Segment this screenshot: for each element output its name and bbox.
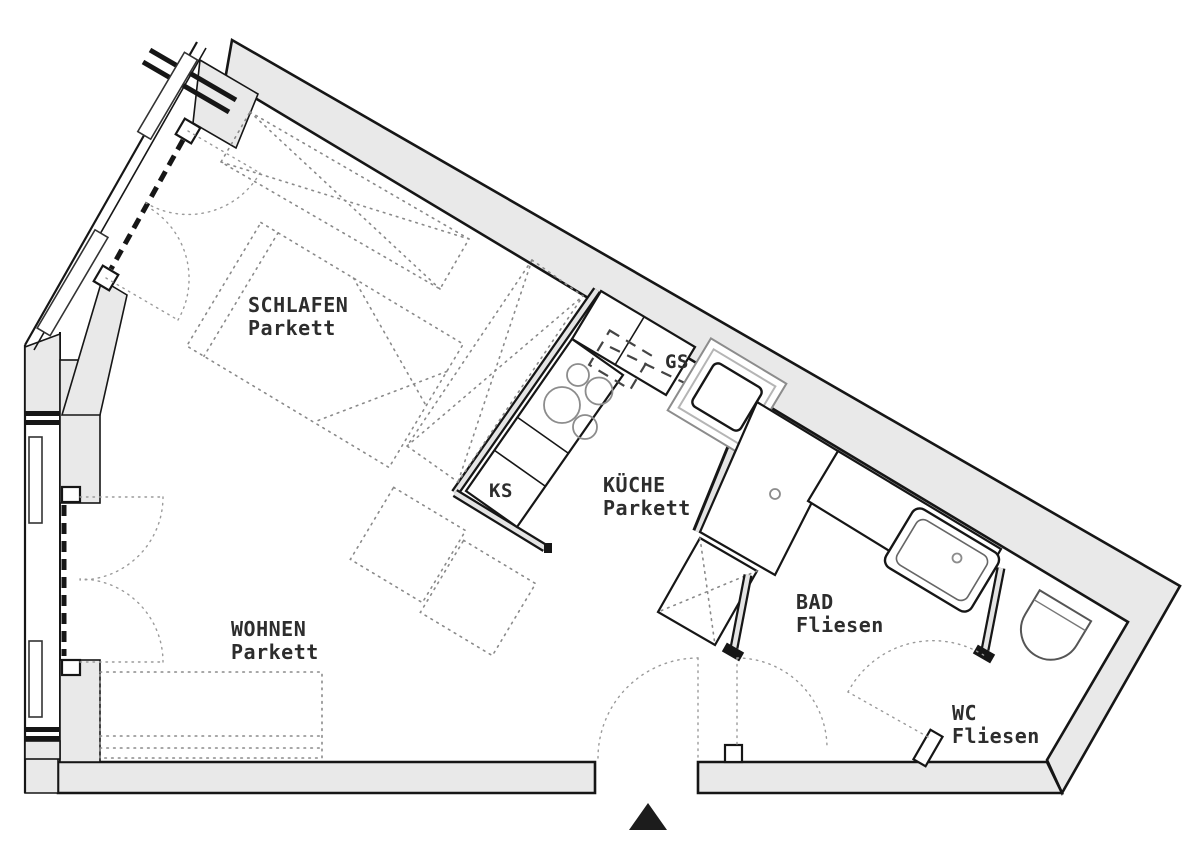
left-wall-pier (24, 740, 61, 760)
wall-kitchen-end-core (453, 491, 547, 550)
wall-stub-wc-core (982, 567, 1004, 651)
label-schlafen-floor: Parkett (248, 316, 336, 340)
label-ks: KS (489, 480, 513, 502)
oven-dashed (587, 328, 653, 392)
kitchen-counter-side (464, 337, 625, 529)
sill-band (25, 727, 60, 732)
wall-bottom-right (696, 760, 1065, 795)
bath-door-swing (736, 657, 828, 749)
furniture (99, 110, 585, 759)
wall-cap (141, 59, 231, 115)
facade-transition-pier (60, 278, 128, 416)
door-swings (597, 639, 986, 759)
door-hinge-block (60, 658, 82, 677)
label-wc-floor: Fliesen (952, 724, 1040, 748)
counter-division (614, 316, 645, 366)
sill-band (25, 420, 60, 425)
sideboard (99, 671, 323, 759)
label-wohnen-floor: Parkett (231, 640, 319, 664)
sill-band (25, 411, 60, 416)
side-table (419, 539, 537, 657)
wall-bottom-left (56, 760, 597, 795)
entrance-jamb-stub (723, 743, 744, 764)
side-table (349, 486, 467, 604)
left-wall-pier (59, 659, 101, 763)
double-bed (185, 221, 465, 469)
balcony-door-glazing (108, 138, 186, 271)
wc-door-jamb (911, 728, 945, 768)
upper-left-facade (24, 41, 261, 351)
shower-drain-icon (769, 488, 781, 500)
label-wohnen: WOHNEN (231, 617, 306, 641)
facade-window-upper (136, 51, 199, 141)
counter-division (493, 449, 546, 487)
toilet-icon (1020, 588, 1093, 661)
wall-end-cap (721, 642, 745, 662)
left-wall-window-lower (28, 640, 43, 718)
label-gs: GS (665, 351, 689, 373)
left-wall-window-upper (28, 436, 43, 524)
label-wc: WC (952, 701, 977, 725)
interior-walls (451, 287, 1006, 768)
label-kueche: KÜCHE (603, 473, 666, 497)
service-shaft (656, 536, 759, 647)
bedroom-balcony-double-door (105, 130, 261, 321)
washbasin (883, 507, 1001, 613)
north-arrow (629, 803, 667, 830)
living-room-french-double-door (79, 496, 164, 663)
label-schlafen: SCHLAFEN (248, 293, 348, 317)
sill-band (25, 736, 60, 741)
facade-window-lower (36, 228, 110, 337)
wall-bedroom-kitchen-core (453, 288, 599, 495)
bath-fixtures (698, 400, 1093, 661)
kitchen-counter-top (570, 289, 697, 397)
hob-four-burners (543, 363, 614, 440)
label-bad-floor: Fliesen (796, 613, 884, 637)
shower-enclosure (698, 400, 840, 577)
left-wall (23, 278, 164, 793)
left-wall-pier (24, 332, 61, 414)
entrance-door-swing (597, 657, 699, 759)
exterior-walls (24, 37, 1182, 796)
door-hinge-block (60, 485, 82, 504)
kitchen-fixtures (464, 289, 788, 529)
wall-end-cap (972, 644, 996, 664)
wall-stub-bath-core (731, 574, 751, 649)
wardrobe-divider (405, 258, 585, 484)
wc-door-swing (847, 639, 986, 738)
wardrobe-top (219, 110, 471, 291)
room-labels: SCHLAFEN Parkett WOHNEN Parkett KÜCHE Pa… (231, 293, 1040, 748)
label-kueche-floor: Parkett (603, 496, 691, 520)
basin-drain-icon (951, 552, 963, 564)
label-bad: BAD (796, 590, 834, 614)
wall-cap (148, 47, 238, 103)
counter-division (516, 416, 569, 454)
